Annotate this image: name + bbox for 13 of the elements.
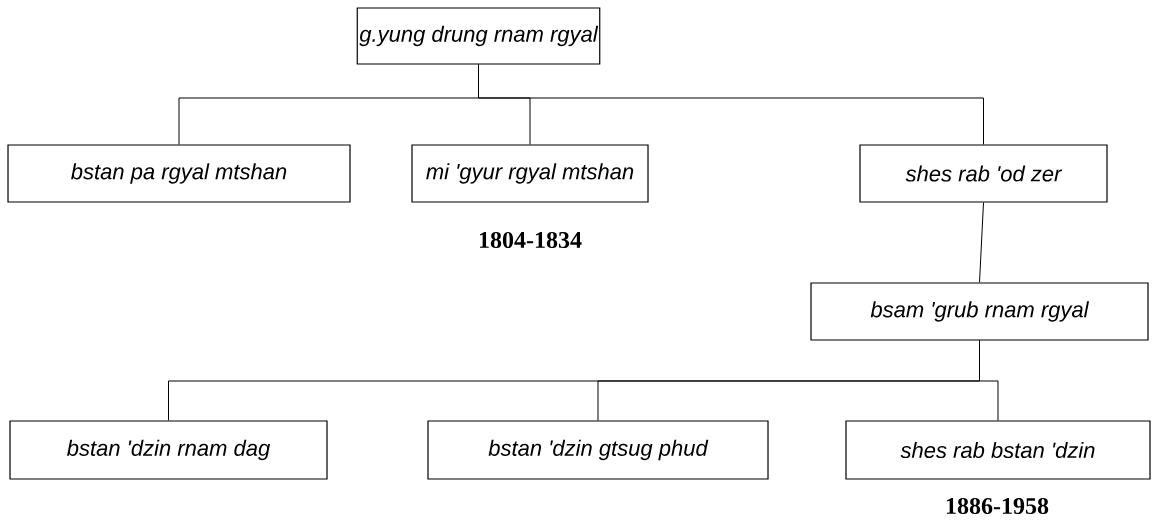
name-box: bstan 'dzin rnam dag (9, 420, 328, 480)
date-label: 1804-1834 (479, 231, 582, 249)
name-box: bstan pa rgyal mtshan (7, 144, 351, 203)
connector-line (979, 340, 999, 421)
name-box: mi 'gyur rgyal mtshan (411, 144, 649, 203)
connector-line (979, 202, 984, 283)
name-box: bstan 'dzin gtsug phud (427, 420, 769, 480)
date-label: 1886-1958 (946, 497, 1049, 515)
connector-line (478, 64, 984, 145)
name-box: bsam 'grub rnam rgyal (810, 282, 1149, 341)
name-box: g.yung drung rnam rgyal (356, 7, 601, 65)
name-box: shes rab bstan 'dzin (845, 420, 1151, 480)
name-box: shes rab 'od zer (859, 144, 1108, 203)
